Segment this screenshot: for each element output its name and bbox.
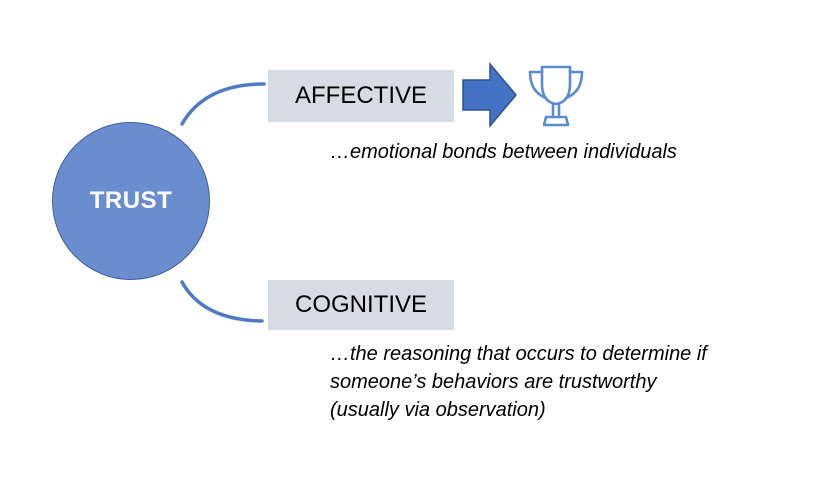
right-arrow-icon xyxy=(462,62,517,128)
cognitive-connector xyxy=(180,280,264,323)
cognitive-description-line: (usually via observation) xyxy=(330,399,546,421)
cognitive-box: COGNITIVE xyxy=(268,280,454,330)
cognitive-description-line: someone’s behaviors are trustworthy xyxy=(330,371,657,393)
affective-connector xyxy=(180,82,266,126)
cognitive-description: …the reasoning that occurs to determine … xyxy=(330,340,707,424)
cognitive-label: COGNITIVE xyxy=(294,291,427,318)
affective-box: AFFECTIVE xyxy=(268,70,454,122)
affective-description: …emotional bonds between individuals xyxy=(330,141,677,163)
cognitive-description-line: …the reasoning that occurs to determine … xyxy=(330,343,707,365)
affective-label: AFFECTIVE xyxy=(294,82,427,109)
trophy-icon xyxy=(528,65,584,127)
trust-label: TRUST xyxy=(89,187,173,214)
trust-circle: TRUST xyxy=(52,122,210,280)
